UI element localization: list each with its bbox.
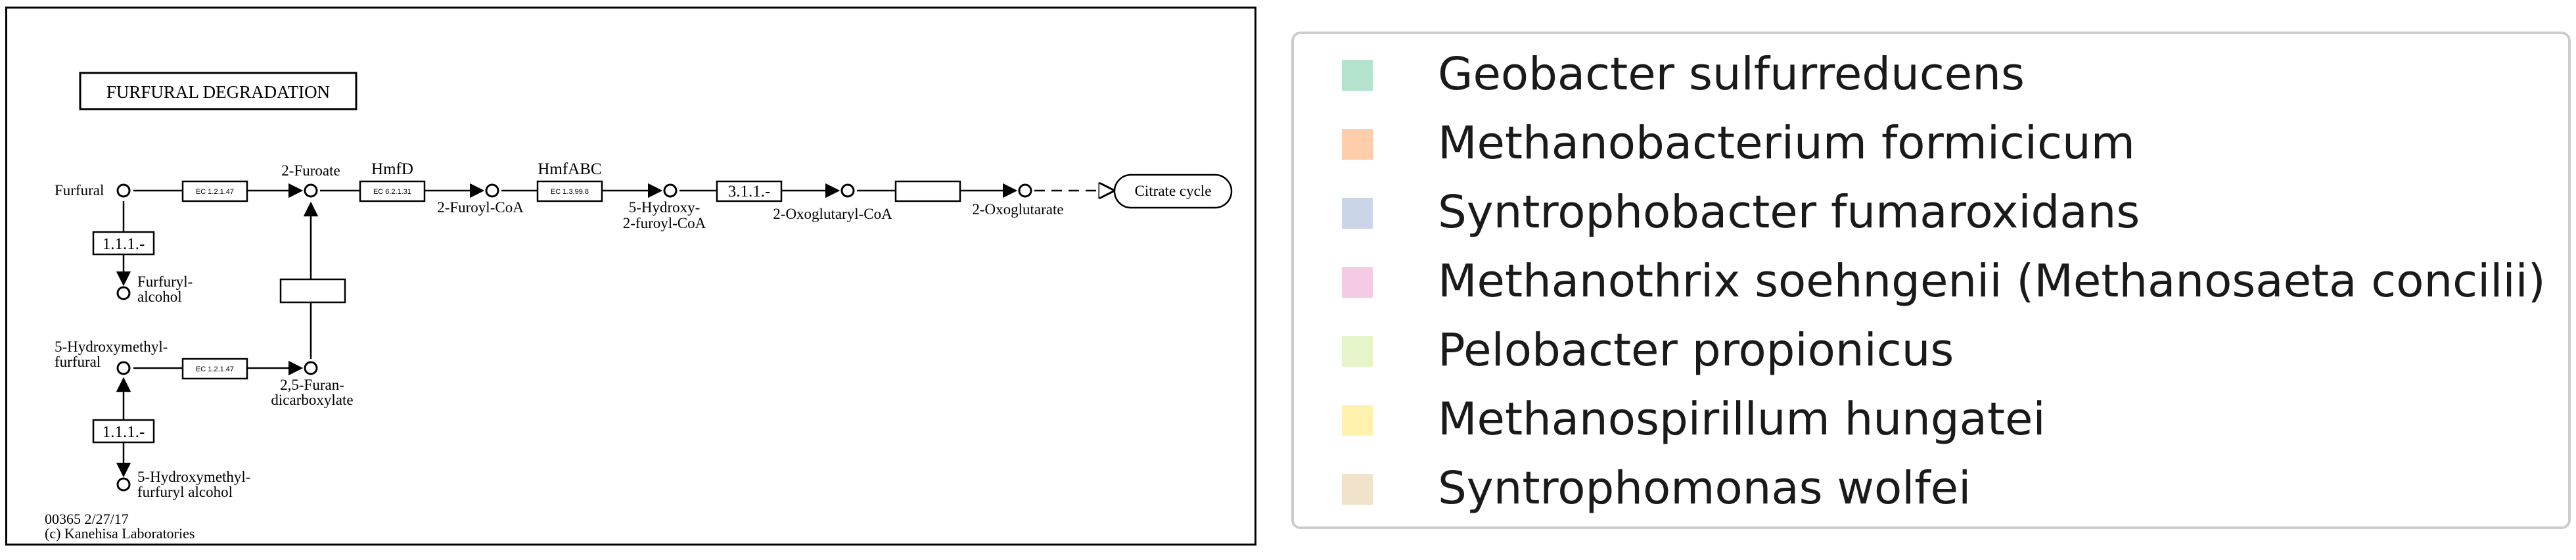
enzyme-label[interactable]: EC 1.3.99.8 <box>551 188 589 196</box>
legend-item: Geobacter sulfurreducens <box>1294 41 2568 107</box>
compound-label[interactable]: 5-Hydroxymethyl- <box>55 338 168 355</box>
legend-swatch <box>1342 198 1373 229</box>
legend-label: Methanothrix soehngenii (Methanosaeta co… <box>1438 255 2546 308</box>
legend-item: Pelobacter propionicus <box>1294 317 2568 383</box>
enzyme-label[interactable]: EC 1.2.1.47 <box>196 188 234 196</box>
legend-swatch <box>1342 474 1373 505</box>
pathway-diagram: FURFURAL DEGRADATION <box>45 72 1233 542</box>
compound-label[interactable]: dicarboxylate <box>271 392 353 408</box>
enzyme-label[interactable]: 1.1.1.- <box>103 235 145 253</box>
legend-label: Methanospirillum hungatei <box>1438 393 2046 446</box>
compound-nodes <box>116 183 1032 492</box>
enzyme-label[interactable]: EC 1.2.1.47 <box>196 365 234 373</box>
legend-item: Methanothrix soehngenii (Methanosaeta co… <box>1294 248 2568 314</box>
legend-label: Methanobacterium formicicum <box>1438 117 2135 170</box>
compound-label[interactable]: 2-Furoyl-CoA <box>437 199 524 216</box>
legend-label: Syntrophomonas wolfei <box>1438 462 1971 515</box>
copyright: (c) Kanehisa Laboratories <box>45 525 195 542</box>
compound-label[interactable]: 2,5-Furan- <box>280 377 344 393</box>
legend-label: Syntrophobacter fumaroxidans <box>1438 186 2140 239</box>
legend-label: Geobacter sulfurreducens <box>1438 48 2025 101</box>
pathway-link-label[interactable]: Citrate cycle <box>1135 183 1212 199</box>
compound-label[interactable]: alcohol <box>137 289 182 305</box>
reaction-lines <box>116 191 1113 478</box>
legend-item: Methanobacterium formicicum <box>1294 110 2568 176</box>
enzyme-label[interactable]: 3.1.1.- <box>728 183 771 200</box>
gene-label: HmfD <box>371 160 413 178</box>
compound-label[interactable]: 2-Oxoglutarate <box>972 201 1063 218</box>
compound-label[interactable]: 5-Hydroxy- <box>629 199 701 216</box>
enzyme-label[interactable]: 1.1.1.- <box>103 423 145 441</box>
legend-item: Syntrophobacter fumaroxidans <box>1294 179 2568 245</box>
compound-label[interactable]: furfural <box>55 354 101 370</box>
legend-label: Pelobacter propionicus <box>1438 324 1954 377</box>
gene-label: HmfABC <box>538 160 601 178</box>
enzyme-label[interactable]: EC 6.2.1.31 <box>373 188 411 196</box>
enzyme-boxes <box>92 180 961 444</box>
legend-item: Methanospirillum hungatei <box>1294 386 2568 452</box>
compound-label[interactable]: Furfural <box>55 182 104 198</box>
compound-label[interactable]: 2-Furoate <box>281 162 340 179</box>
legend-swatch <box>1342 129 1373 160</box>
compound-label[interactable]: Furfuryl- <box>137 273 193 290</box>
compound-label[interactable]: 2-furoyl-CoA <box>623 215 706 231</box>
compound-label[interactable]: 5-Hydroxymethyl- <box>137 469 250 485</box>
legend-item: Syntrophomonas wolfei <box>1294 455 2568 521</box>
legend-swatch <box>1342 60 1373 91</box>
title-box <box>79 72 357 110</box>
legend-swatch <box>1342 336 1373 367</box>
compound-label[interactable]: furfuryl alcohol <box>137 484 233 500</box>
legend-swatch <box>1342 405 1373 436</box>
legend: Geobacter sulfurreducens Methanobacteriu… <box>1291 32 2571 529</box>
map-title: FURFURAL DEGRADATION <box>106 82 330 102</box>
pathway-link-box[interactable] <box>1113 174 1233 209</box>
legend-swatch <box>1342 267 1373 298</box>
map-id: 00365 2/27/17 <box>45 511 129 527</box>
compound-label[interactable]: 2-Oxoglutaryl-CoA <box>773 206 892 222</box>
pathway-map: FURFURAL DEGRADATION <box>5 7 1256 546</box>
